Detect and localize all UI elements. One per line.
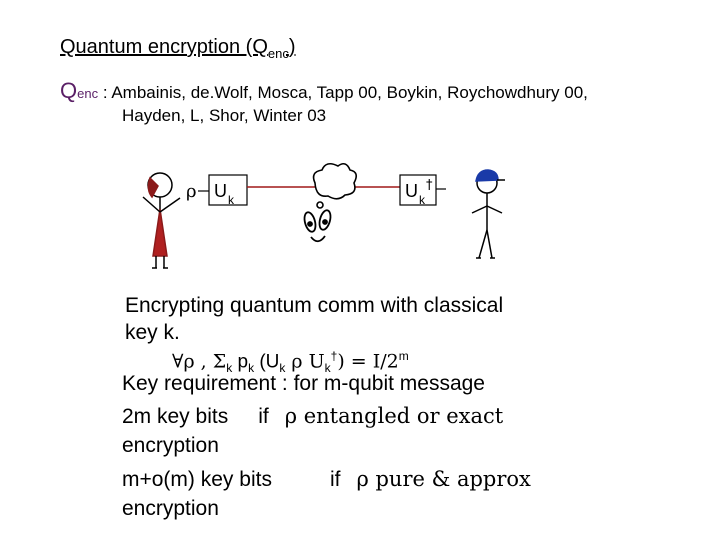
body-line-4: Key requirement : for m-qubit message bbox=[122, 372, 485, 395]
diagram-rho: ρ bbox=[186, 181, 197, 202]
u-k-subscript: k bbox=[228, 193, 235, 207]
refs-line-1: Qenc : Ambainis, de.Wolf, Mosca, Tapp 00… bbox=[60, 78, 588, 104]
body-line-1: Encrypting quantum comm with classical bbox=[125, 294, 504, 317]
u-k-box bbox=[208, 174, 248, 206]
body-line-8: encryption bbox=[122, 497, 219, 520]
u-k-dagger-subscript: k bbox=[419, 193, 426, 207]
slide-title: Quantum encryption (Qenc) bbox=[60, 36, 296, 61]
refs-line-2: Hayden, L, Shor, Winter 03 bbox=[122, 106, 327, 125]
eve-face bbox=[303, 209, 332, 243]
refs-authors-1: : Ambainis, de.Wolf, Mosca, Tapp 00, Boy… bbox=[98, 83, 588, 102]
encryption-diagram: ρ U k U k † bbox=[142, 162, 505, 269]
q-enc-symbol: Q bbox=[60, 78, 78, 103]
u-k-dagger-superscript: † bbox=[426, 178, 433, 193]
u-k-dagger-label: U bbox=[405, 181, 418, 201]
eve-thought-cloud bbox=[312, 162, 358, 209]
alice-figure bbox=[142, 172, 181, 269]
body-line-2: key k. bbox=[125, 321, 180, 344]
u-k-label: U bbox=[214, 181, 227, 201]
q-enc-subscript: enc bbox=[77, 86, 99, 101]
body-line-6: encryption bbox=[122, 434, 219, 457]
formula-line: ∀ρ , Σk pk (Uk ρ Uk†) = I/2m bbox=[172, 349, 409, 376]
u-k-dagger-box bbox=[399, 174, 437, 206]
bob-figure bbox=[471, 169, 505, 259]
